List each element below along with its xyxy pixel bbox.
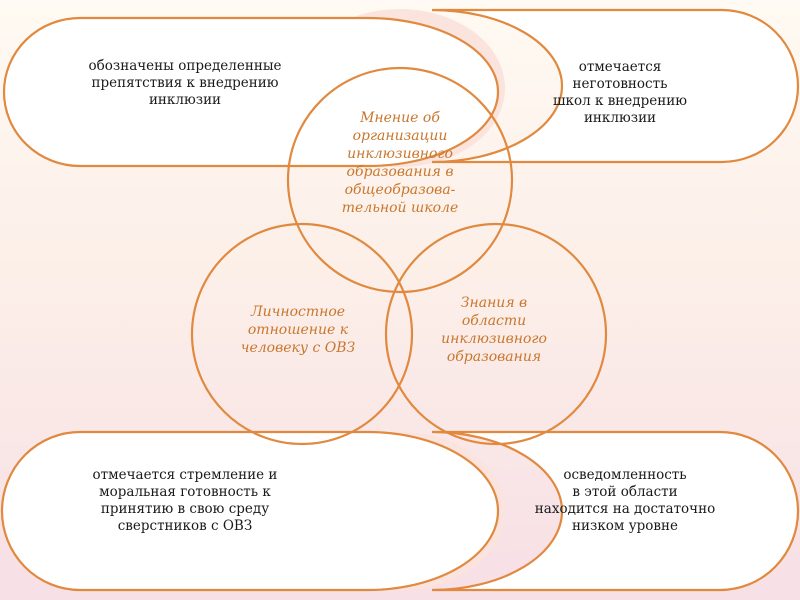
center-circle xyxy=(286,66,514,294)
left-circle xyxy=(190,222,414,446)
text-line: организации xyxy=(352,128,448,144)
text-line: обозначены определенные xyxy=(88,57,282,74)
text-line: принятию в свою среду xyxy=(100,501,270,517)
text-line: отмечается xyxy=(578,59,662,75)
text-line: тельной школе xyxy=(341,200,459,216)
bottom-right-box-text: осведомленность в этой области находится… xyxy=(500,456,750,546)
text-line: области xyxy=(461,313,527,329)
text-line: сверстников с ОВЗ xyxy=(117,518,253,534)
left-circle-text: Личностное отношение к человеку с ОВЗ xyxy=(218,294,378,366)
text-line: инклюзии xyxy=(148,91,222,108)
center-circle-text: Мнение об организации инклюзивного образ… xyxy=(310,90,490,236)
text-line: образования в xyxy=(346,164,454,180)
text-line: инклюзии xyxy=(583,110,657,126)
top-left-box xyxy=(2,16,500,168)
right-circle-text: Знания в области инклюзивного образовани… xyxy=(414,285,574,375)
text-line: инклюзивного xyxy=(441,331,547,347)
bottom-right-box xyxy=(431,430,800,592)
text-line: общеобразова- xyxy=(344,182,456,198)
right-circle xyxy=(384,222,608,446)
text-line: инклюзивного xyxy=(347,146,453,162)
text-line: в этой области xyxy=(572,484,678,500)
text-line: человеку с ОВЗ xyxy=(240,340,356,356)
text-line: отмечается стремление и xyxy=(92,467,278,483)
bottom-left-box xyxy=(0,430,500,592)
top-left-box-text: обозначены определенные препятствия к вн… xyxy=(40,48,330,118)
text-line: Мнение об xyxy=(360,110,440,126)
text-line: школ к внедрению xyxy=(553,93,687,109)
text-line: Личностное xyxy=(250,304,346,320)
text-line: препятствия к внедрению xyxy=(91,74,279,91)
bottom-left-box-text: отмечается стремление и моральная готовн… xyxy=(40,456,330,546)
text-line: низком уровне xyxy=(571,518,679,534)
text-line: моральная готовность к xyxy=(99,484,271,500)
text-line: отношение к xyxy=(247,322,349,338)
top-right-box xyxy=(431,8,800,164)
text-line: образования xyxy=(446,349,542,365)
text-line: находится на достаточно xyxy=(534,501,716,517)
top-right-box-text: отмечается неготовность школ к внедрению… xyxy=(500,48,740,138)
text-line: осведомленность xyxy=(563,467,687,483)
text-line: Знания в xyxy=(460,295,528,311)
text-line: неготовность xyxy=(572,76,668,92)
